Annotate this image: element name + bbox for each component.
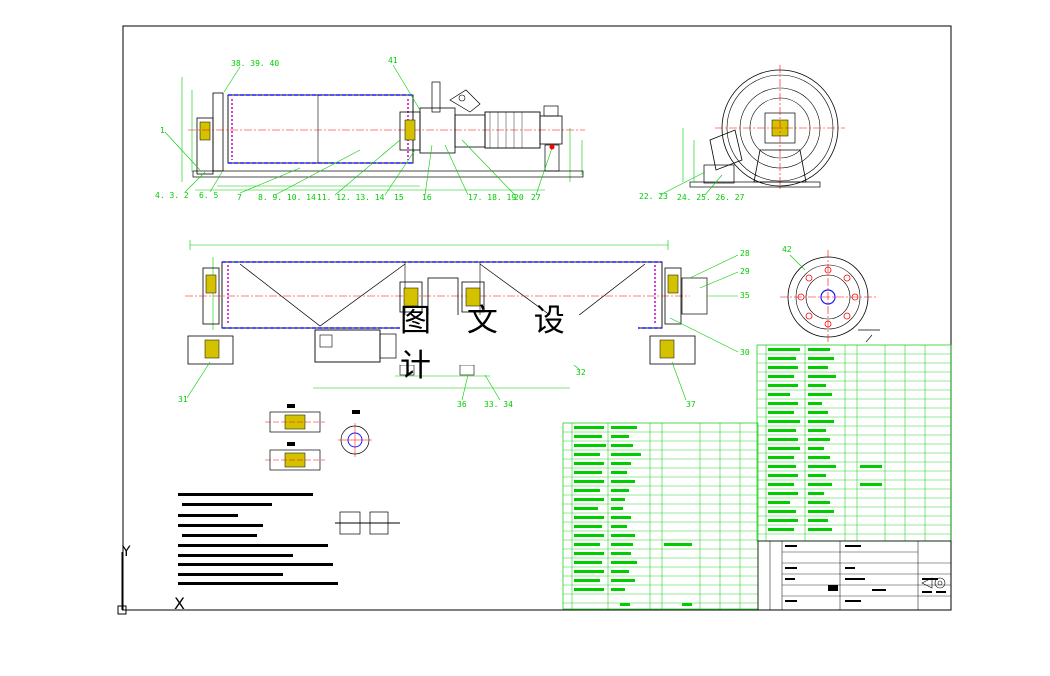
technical-notes: [178, 493, 338, 585]
watermark: 图 文 设 计: [400, 303, 638, 384]
callout-label: 22. 23: [639, 192, 668, 201]
callout-label: 8. 9. 10. 14: [258, 193, 316, 202]
callout-label: 15: [394, 193, 404, 202]
callout-label: 30: [740, 348, 750, 357]
callout-label: 36: [457, 400, 467, 409]
callout-label: 37: [686, 400, 696, 409]
title-block: [757, 540, 952, 611]
side-elevation-view: [659, 65, 845, 196]
callout-label: 33. 34: [484, 400, 513, 409]
callout-label: 29: [740, 267, 750, 276]
callout-label: 31: [178, 395, 188, 404]
callout-label: 27: [531, 193, 541, 202]
callout-label: 24. 25. 26. 27: [677, 193, 745, 202]
parts-list-lower: [562, 422, 759, 610]
sheet-border: [122, 25, 952, 611]
callout-label: 17. 18. 19: [468, 193, 516, 202]
callout-label: 41: [388, 56, 398, 65]
callout-label: 11. 12. 13. 14: [317, 193, 385, 202]
callout-label: 1: [160, 126, 165, 135]
ucs-x-label: X: [174, 594, 185, 613]
callout-label: 16: [422, 193, 432, 202]
callout-label: 6. 5: [199, 191, 218, 200]
callout-label: 32: [576, 368, 586, 377]
callout-label: 4. 3. 2: [155, 191, 189, 200]
callout-label: 35: [740, 291, 750, 300]
watermark-text: 图 文 设 计: [400, 303, 578, 384]
callout-label: 7: [237, 193, 242, 202]
ucs-y-label: Y: [121, 544, 131, 560]
parts-list-upper: [756, 344, 952, 542]
detail-views: [265, 404, 400, 535]
ucs-icon: Y X: [117, 544, 185, 615]
section-view-42: [780, 250, 880, 344]
callout-label: 42: [782, 245, 792, 254]
callout-label: 38. 39. 40: [231, 59, 279, 68]
front-elevation-view: [164, 64, 585, 196]
callout-labels: 38. 39. 40 41 1 4. 3. 2 6. 5 7 8. 9. 10.…: [155, 56, 792, 409]
callout-label: 20: [514, 193, 524, 202]
callout-label: 28: [740, 249, 750, 258]
